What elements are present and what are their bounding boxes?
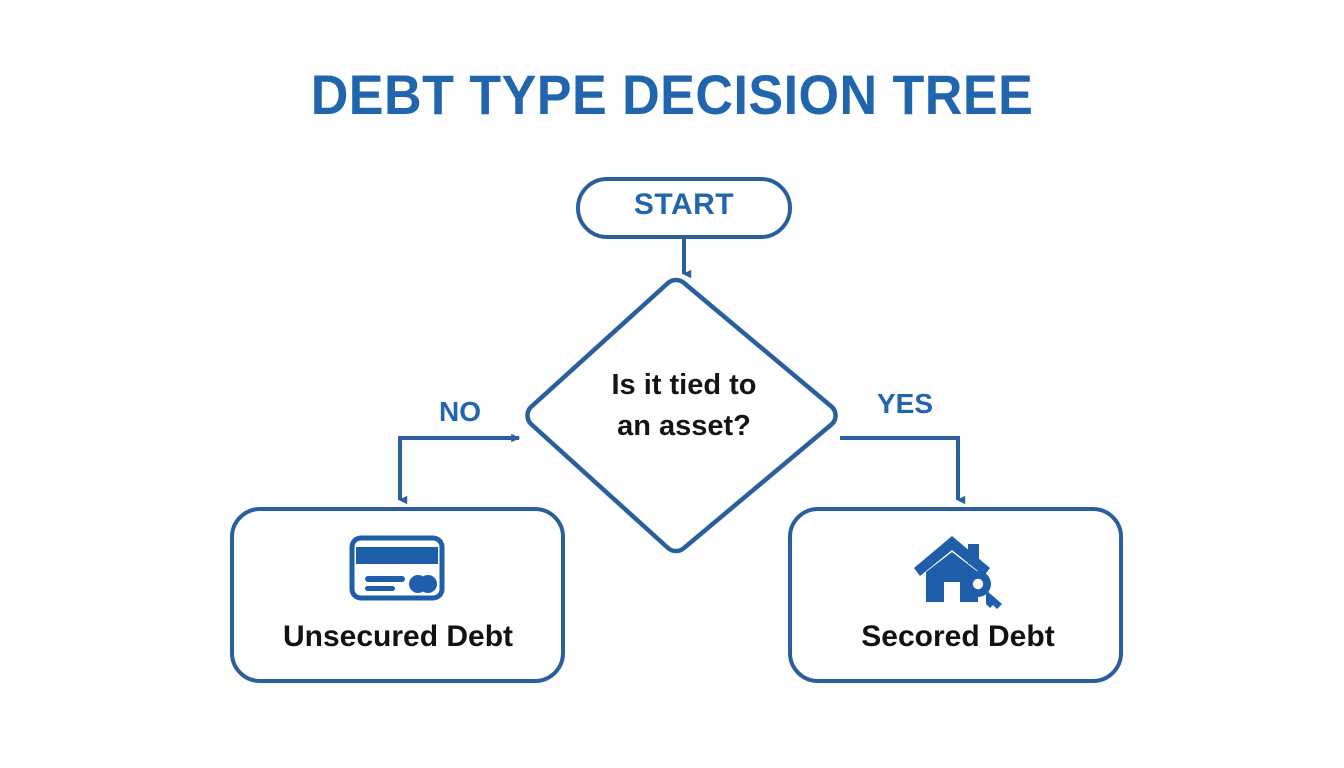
page-title: DEBT TYPE DECISION TREE <box>310 63 1034 126</box>
edge-label-yes: YES <box>876 388 934 419</box>
decision-node-shape <box>525 277 838 554</box>
house-key-icon <box>914 536 1002 609</box>
decision-node-label-line1: Is it tied to <box>611 369 757 401</box>
decision-node-label-line2: an asset? <box>617 410 751 443</box>
edge-label-no: NO <box>439 396 481 427</box>
edge-yes-path <box>840 436 966 505</box>
start-node-label: START <box>633 188 735 221</box>
node-secured[interactable] <box>788 507 1123 683</box>
credit-card-icon <box>349 535 445 601</box>
secured-node-shape <box>788 507 1123 683</box>
unsecured-node-label: Unsecured Debt <box>282 620 514 653</box>
secured-node-label: Secored Debt <box>861 620 1055 653</box>
edge-decision-no <box>398 433 521 505</box>
decision-node-label: Is it tied to an asset? <box>560 365 808 447</box>
node-decision[interactable] <box>525 277 838 554</box>
edge-decision-yes <box>840 436 966 505</box>
